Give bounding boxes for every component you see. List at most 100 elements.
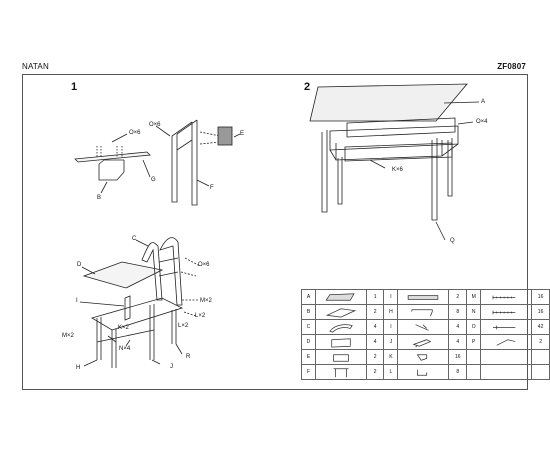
table-frame	[329, 125, 459, 151]
part-picture	[314, 364, 367, 380]
step1-chair-assembly	[79, 237, 201, 368]
part-picture	[397, 364, 450, 380]
part-letter: F	[301, 364, 316, 380]
document-title: NATAN	[22, 62, 49, 71]
part-picture	[480, 364, 533, 380]
part-letter: L	[383, 364, 399, 380]
panel-e	[217, 126, 233, 146]
part-letter: K	[383, 349, 399, 365]
step-number-1: 1	[71, 81, 78, 93]
chair-frame	[91, 297, 184, 331]
product-code: ZF0807	[497, 62, 526, 71]
bracket-icon	[412, 338, 432, 347]
step-number-2: 2	[304, 81, 311, 93]
label-j: J	[170, 364, 173, 370]
label-o4: O×4	[476, 119, 488, 125]
part-picture	[314, 349, 367, 365]
label-b: B	[97, 195, 102, 201]
part-letter: H	[383, 304, 399, 320]
part-quantity: 8	[448, 364, 468, 380]
screw-icon	[492, 295, 516, 299]
label-g: G	[151, 177, 156, 183]
leg-back-left	[337, 157, 343, 205]
label-f: F	[210, 185, 214, 191]
part-picture	[314, 289, 367, 305]
label-o6-chair: O×6	[198, 262, 210, 268]
part-quantity: 42	[531, 319, 550, 335]
leg-front-right	[431, 138, 438, 221]
part-quantity: 4	[365, 334, 385, 350]
part-quantity: 4	[448, 334, 468, 350]
leg-back-right	[447, 138, 453, 197]
label-m2-left: M×2	[62, 333, 74, 339]
label-a: A	[481, 99, 486, 105]
bracket-g	[74, 151, 151, 163]
part-letter: E	[301, 349, 316, 365]
drawer-lower	[344, 142, 453, 162]
label-o6-frame: O×6	[149, 122, 161, 128]
part-quantity: 4	[365, 319, 385, 335]
crossbar-i	[124, 295, 131, 321]
label-q: Q	[450, 238, 455, 244]
legframe-icon	[333, 367, 349, 377]
part-picture	[397, 319, 450, 335]
part-picture	[480, 319, 533, 335]
part-letter: M	[466, 289, 482, 305]
part-letter	[466, 364, 482, 380]
label-l2-top: L×2	[195, 313, 206, 319]
part-picture	[480, 349, 533, 365]
part-quantity: 8	[448, 304, 468, 320]
label-o6-bracket: O×6	[129, 130, 141, 136]
step1-back-assembly	[74, 119, 241, 206]
part-letter	[466, 349, 482, 365]
part-letter: I	[383, 319, 399, 335]
part-quantity: 4	[448, 319, 468, 335]
label-l2: L×2	[178, 323, 189, 329]
table-top-a	[309, 83, 468, 122]
label-h: H	[76, 365, 81, 371]
part-letter: N	[466, 304, 482, 320]
part-quantity: 2	[531, 334, 550, 350]
part-quantity: 2	[365, 304, 385, 320]
seat-d	[82, 261, 164, 289]
frame-icon	[325, 307, 357, 318]
step2-table-assembly	[309, 83, 480, 241]
leg-front-left	[321, 130, 328, 213]
part-letter: I	[383, 289, 399, 305]
curve-icon	[329, 323, 353, 333]
board-icon	[325, 292, 355, 301]
part-picture	[397, 334, 450, 350]
part-letter: J	[383, 334, 399, 350]
part-letter: D	[301, 334, 316, 350]
connector-icon	[417, 353, 428, 361]
frame-f-right	[191, 120, 198, 206]
part-quantity: 2	[448, 289, 468, 305]
instruction-frame	[22, 74, 528, 390]
chair-back-c	[141, 242, 163, 301]
label-d: D	[77, 262, 82, 268]
part-picture	[314, 304, 367, 320]
part-letter: P	[466, 334, 482, 350]
drawer-upper	[346, 117, 456, 138]
square-icon	[333, 353, 349, 362]
part-picture	[397, 304, 450, 320]
part-quantity: 2	[365, 349, 385, 365]
cam-icon	[493, 325, 516, 329]
label-k6: K×6	[392, 167, 403, 173]
label-k2: K×2	[118, 325, 129, 331]
label-c: C	[132, 236, 137, 242]
part-quantity	[531, 349, 550, 365]
part-picture	[397, 349, 450, 365]
frame-f-left	[171, 134, 178, 203]
label-i: I	[76, 298, 78, 304]
part-quantity: 2	[365, 364, 385, 380]
leg-icon	[411, 308, 434, 316]
part-quantity: 16	[531, 304, 550, 320]
part-quantity	[531, 364, 550, 380]
